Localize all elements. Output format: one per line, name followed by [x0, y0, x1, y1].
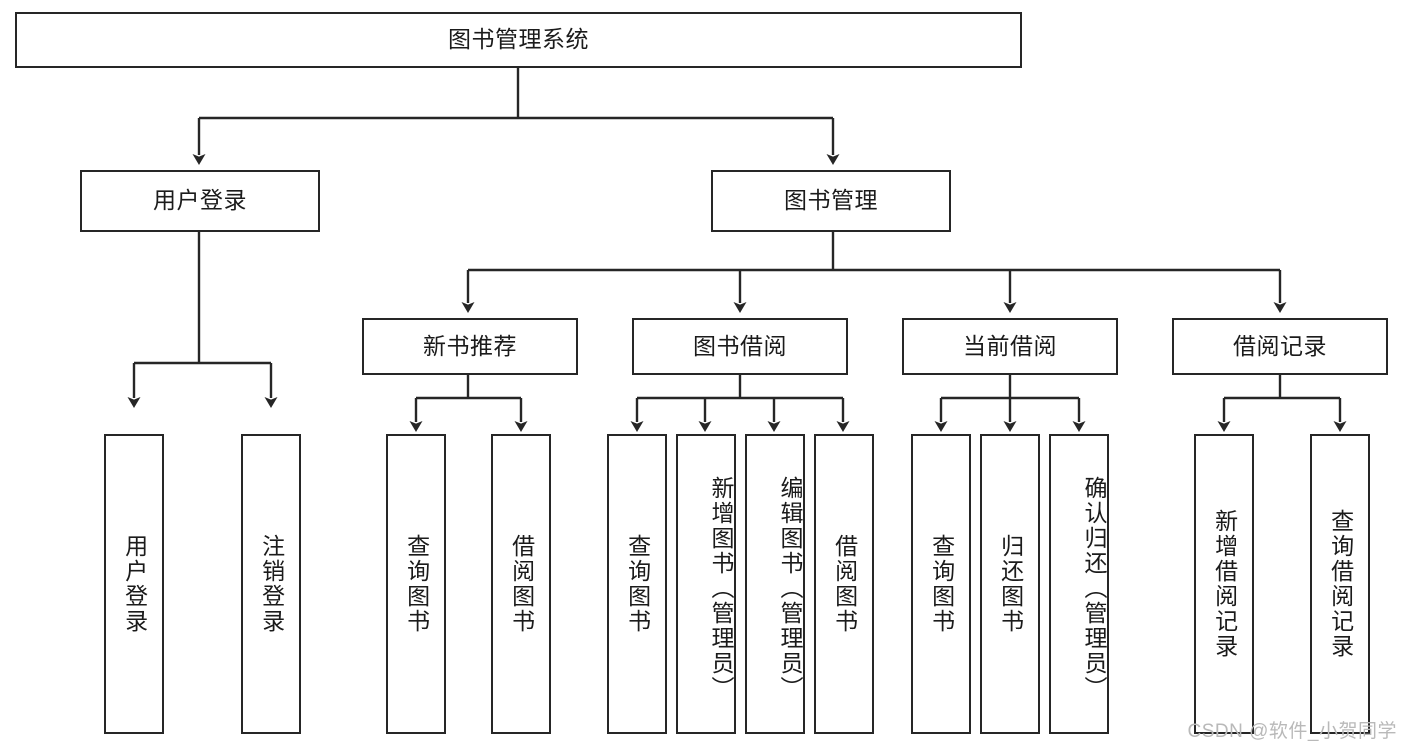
- node-label: 编辑图书（管理员）: [777, 475, 803, 701]
- node-book-borrow[interactable]: 图书借阅: [632, 318, 848, 375]
- node-label: 查询图书: [624, 534, 651, 634]
- node-label: 确认归还（管理员）: [1081, 475, 1107, 701]
- node-label: 查询图书: [403, 534, 430, 634]
- node-label: 借阅图书: [508, 534, 535, 634]
- leaf-logout-login[interactable]: 注销登录: [241, 434, 301, 734]
- node-borrow-record[interactable]: 借阅记录: [1172, 318, 1388, 375]
- node-label: 查询图书: [928, 534, 955, 634]
- node-book-management[interactable]: 图书管理: [711, 170, 951, 232]
- leaf-return-book[interactable]: 归还图书: [980, 434, 1040, 734]
- csdn-watermark: CSDN @软件_小贺同学: [1187, 721, 1397, 742]
- node-label: 归还图书: [997, 534, 1024, 634]
- leaf-borrow-book[interactable]: 借阅图书: [814, 434, 874, 734]
- node-label: 图书管理: [784, 187, 878, 214]
- node-label: 查询借阅记录: [1327, 509, 1354, 659]
- leaf-query-borrow-record[interactable]: 查询借阅记录: [1310, 434, 1370, 734]
- node-label: 注销登录: [258, 534, 285, 634]
- node-user-login[interactable]: 用户登录: [80, 170, 320, 232]
- leaf-confirm-return[interactable]: 确认归还（管理员）: [1049, 434, 1109, 734]
- node-label: 新书推荐: [423, 332, 517, 359]
- node-label: 图书管理系统: [448, 26, 589, 53]
- leaf-query-book-borrow[interactable]: 查询图书: [607, 434, 667, 734]
- leaf-user-login[interactable]: 用户登录: [104, 434, 164, 734]
- node-label: 新增借阅记录: [1211, 509, 1238, 659]
- leaf-add-book[interactable]: 新增图书（管理员）: [676, 434, 736, 734]
- leaf-edit-book[interactable]: 编辑图书（管理员）: [745, 434, 805, 734]
- node-label: 图书借阅: [693, 332, 787, 359]
- leaf-query-book-current[interactable]: 查询图书: [911, 434, 971, 734]
- node-current-borrow[interactable]: 当前借阅: [902, 318, 1118, 375]
- leaf-borrow-book-recommend[interactable]: 借阅图书: [491, 434, 551, 734]
- node-label: 新增图书（管理员）: [708, 475, 734, 701]
- node-new-book-recommend[interactable]: 新书推荐: [362, 318, 578, 375]
- node-label: 当前借阅: [963, 332, 1057, 359]
- leaf-query-book-recommend[interactable]: 查询图书: [386, 434, 446, 734]
- node-label: 用户登录: [153, 187, 247, 214]
- node-label: 借阅图书: [831, 534, 858, 634]
- leaf-add-borrow-record[interactable]: 新增借阅记录: [1194, 434, 1254, 734]
- node-label: 用户登录: [121, 534, 148, 634]
- node-book-management-system[interactable]: 图书管理系统: [15, 12, 1022, 68]
- node-label: 借阅记录: [1233, 332, 1327, 359]
